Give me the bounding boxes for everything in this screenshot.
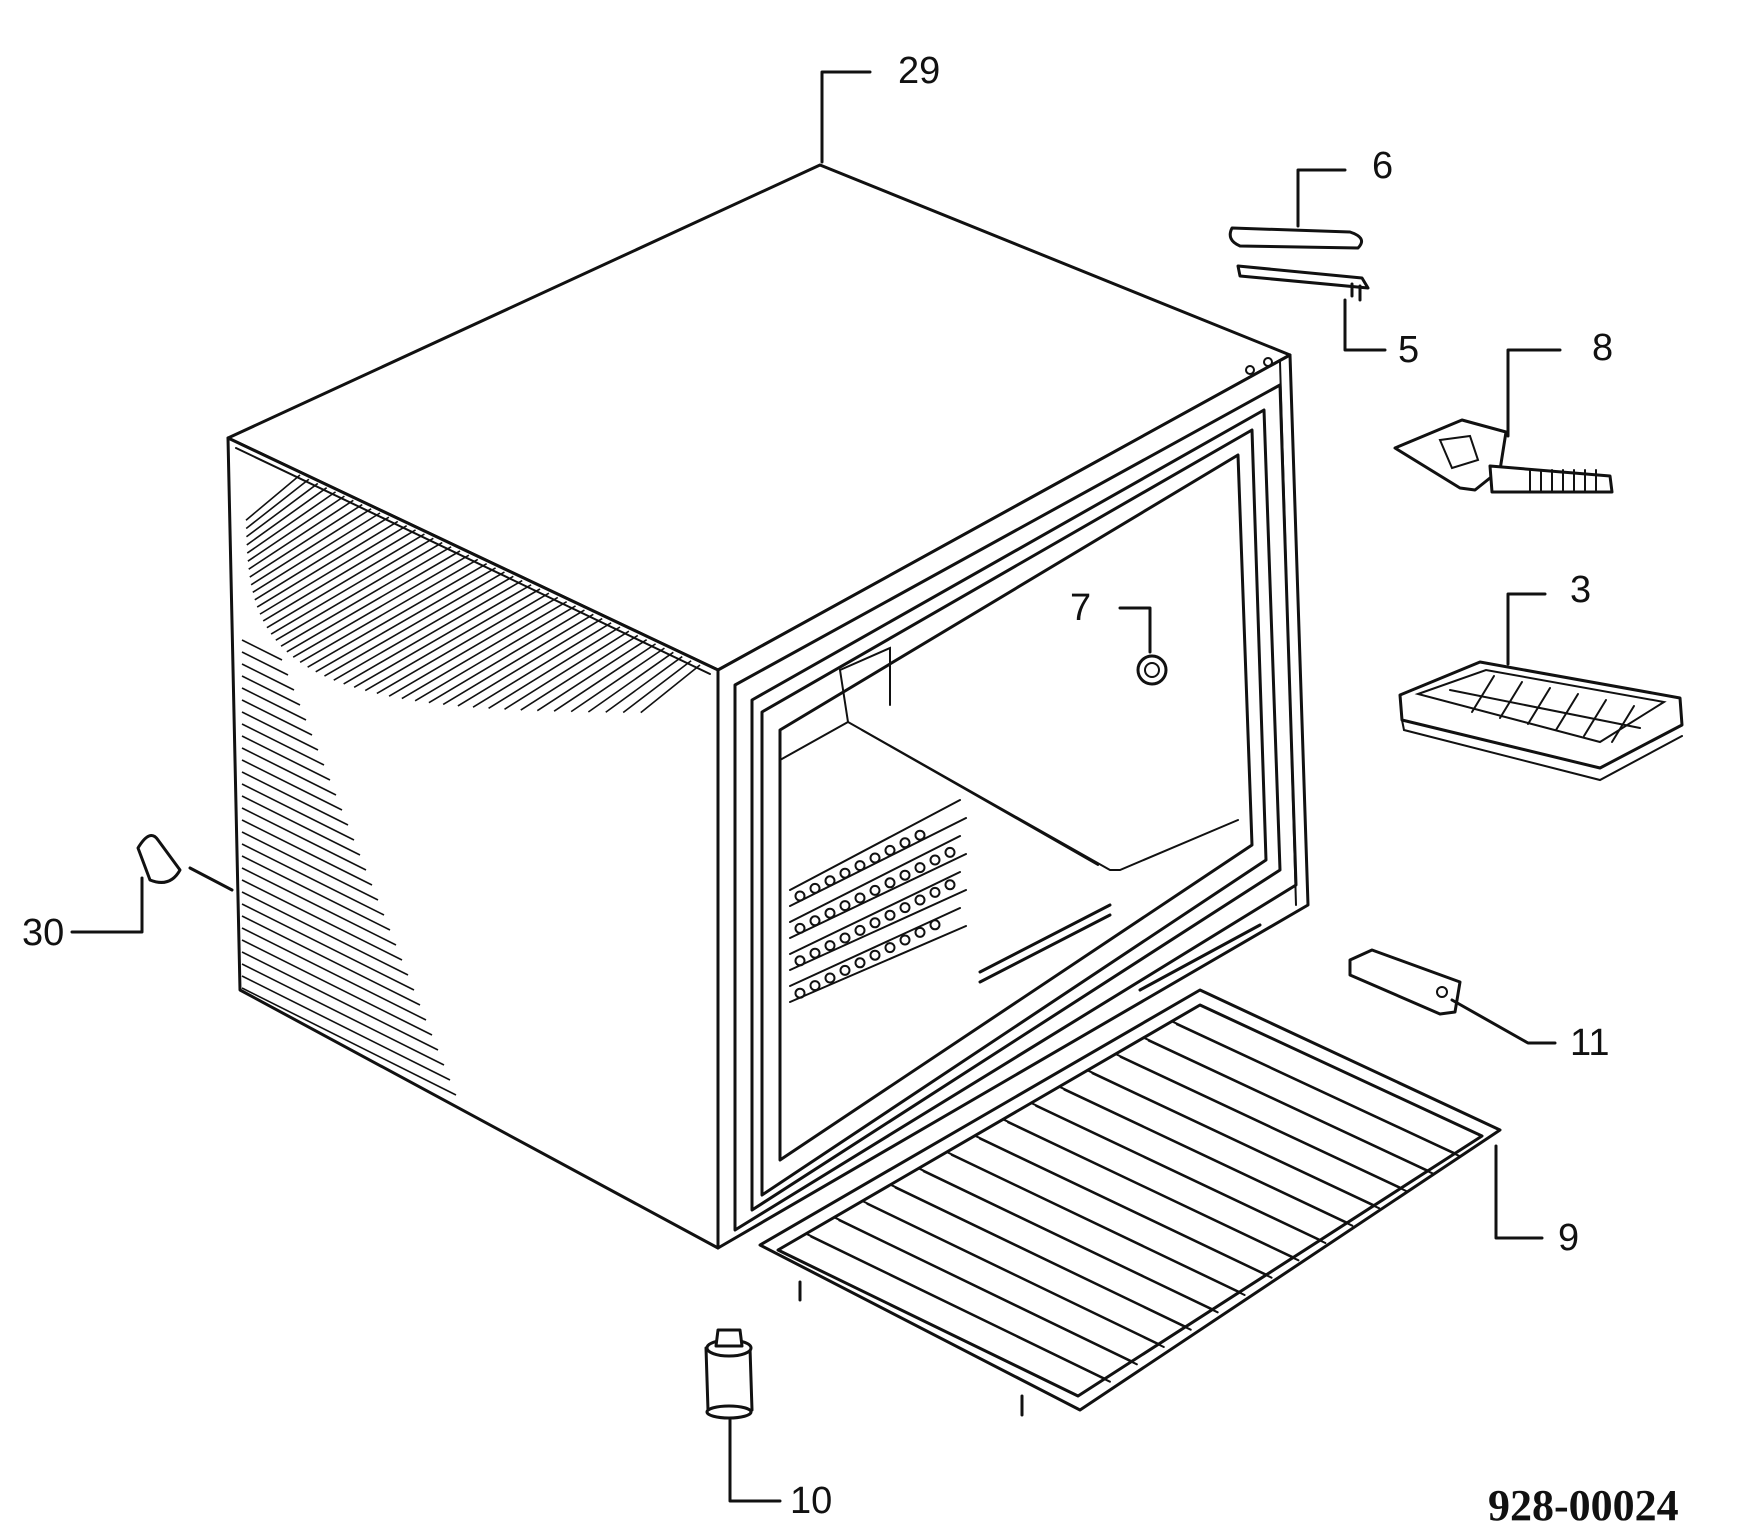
- label-5: 5: [1398, 329, 1419, 371]
- label-30: 30: [22, 912, 64, 954]
- label-10: 10: [790, 1480, 832, 1522]
- label-11: 11: [1570, 1022, 1609, 1064]
- label-3: 3: [1570, 569, 1591, 611]
- hinge-cover-part-6: [1228, 226, 1364, 250]
- key-plug-part-30: [136, 834, 234, 892]
- evaporator-plate: [789, 799, 967, 1003]
- leader-lines: [70, 70, 1562, 1503]
- label-6: 6: [1372, 145, 1393, 187]
- label-8: 8: [1592, 327, 1613, 369]
- drawing-number: 928-00024: [1488, 1481, 1679, 1530]
- label-29: 29: [898, 50, 940, 92]
- label-7: 7: [1070, 587, 1091, 629]
- bracket-part-11: [1348, 948, 1462, 1016]
- cabinet-part-29: [226, 163, 1310, 1250]
- foot-part-10: [704, 1328, 754, 1420]
- wire-shelf-part-9: [758, 988, 1502, 1417]
- ice-scraper-part-8: [1393, 418, 1614, 494]
- callout-labels: 29 6 5 8 3 7 30 11 9 10: [22, 50, 1613, 1522]
- ice-tray-part-3: [1398, 660, 1684, 782]
- label-9: 9: [1558, 1217, 1579, 1259]
- hinge-part-5: [1236, 264, 1370, 302]
- screw-part-7: [1136, 654, 1168, 686]
